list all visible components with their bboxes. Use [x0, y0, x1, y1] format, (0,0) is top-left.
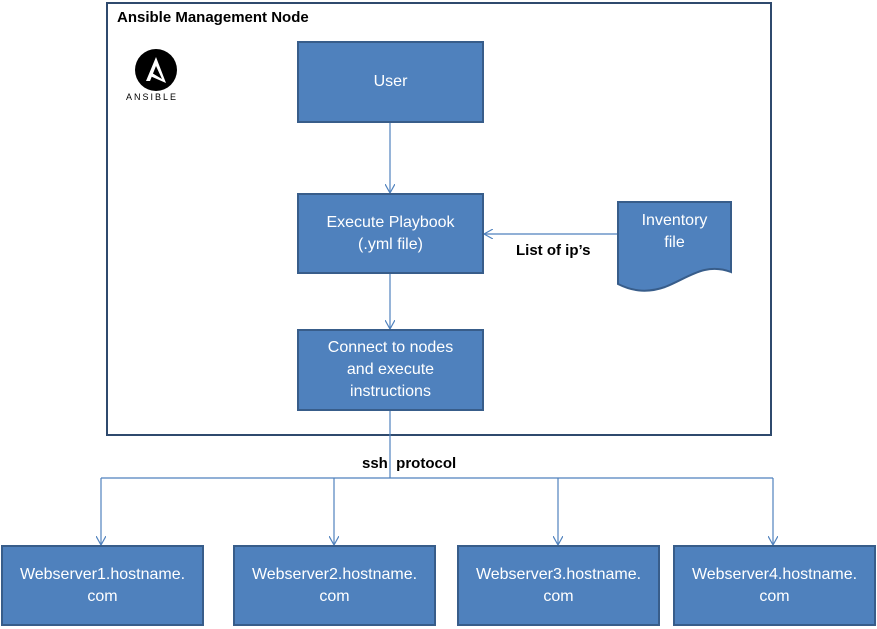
ssh-protocol-label: ssh protocol — [362, 455, 457, 472]
webserver3-node: Webserver3.hostname. com — [457, 545, 660, 626]
user-node-label: User — [373, 73, 408, 90]
ansible-logo-text: ANSIBLE — [126, 92, 179, 102]
management-node-container — [106, 2, 772, 436]
webserver4-label: Webserver4.hostname. com — [691, 565, 858, 605]
connect-node-label: Connect to nodes and execute instruction… — [327, 339, 454, 400]
execute-playbook-label: Execute Playbook (.yml file) — [326, 213, 455, 253]
inventory-node-label-wrap: Inventory file — [618, 210, 731, 260]
inventory-node-label: Inventory file — [641, 212, 708, 251]
webserver3-label: Webserver3.hostname. com — [475, 565, 642, 605]
connect-node: Connect to nodes and execute instruction… — [297, 329, 484, 411]
webserver1-label: Webserver1.hostname. com — [19, 565, 186, 605]
list-of-ips-label: List of ip’s — [516, 242, 591, 259]
webserver2-label: Webserver2.hostname. com — [251, 565, 418, 605]
webserver4-node: Webserver4.hostname. com — [673, 545, 876, 626]
inventory-file-shape — [617, 201, 732, 292]
webserver2-node: Webserver2.hostname. com — [233, 545, 436, 626]
container-title: Ansible Management Node — [117, 9, 309, 26]
ansible-logo-icon — [135, 49, 177, 91]
webserver1-node: Webserver1.hostname. com — [1, 545, 204, 626]
execute-playbook-node: Execute Playbook (.yml file) — [297, 193, 484, 274]
user-node: User — [297, 41, 484, 123]
